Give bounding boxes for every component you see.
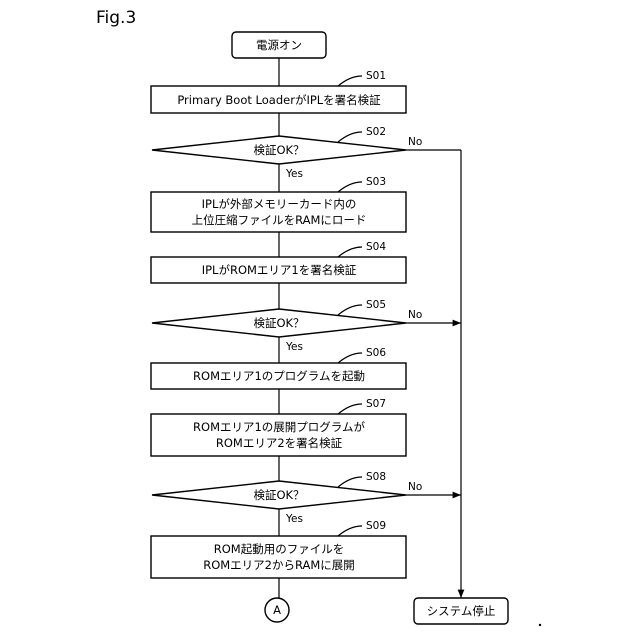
step-s06-text: ROMエリア1のプログラムを起動 [193, 369, 365, 383]
step-s01-text: Primary Boot LoaderがIPLを署名検証 [177, 93, 381, 107]
step-s04-text: IPLがROMエリア1を署名検証 [202, 263, 357, 277]
leader-s08 [338, 477, 362, 487]
step-s01-id: S01 [366, 70, 386, 82]
decision-s02: 検証OK？ S02 No Yes [152, 126, 422, 180]
leader-s04 [338, 247, 362, 257]
connector-label: A [273, 603, 281, 617]
connector-a: A [265, 598, 289, 622]
leader-s06 [338, 353, 362, 363]
stray-dot [539, 624, 541, 626]
decision-s08-yes: Yes [285, 513, 303, 525]
decision-s05-id: S05 [366, 299, 386, 311]
decision-s05: 検証OK？ S05 No Yes [152, 299, 422, 353]
step-s07-text-1: ROMエリア1の展開プログラムが [193, 420, 365, 434]
leader-s09 [338, 526, 362, 536]
step-s03-id: S03 [366, 176, 386, 188]
system-stop-label: システム停止 [427, 604, 496, 618]
leader-s03 [338, 182, 362, 192]
step-s03-text-1: IPLが外部メモリーカード内の [202, 197, 357, 211]
decision-s02-id: S02 [366, 126, 386, 138]
decision-s05-text: 検証OK？ [253, 316, 304, 330]
decision-s02-no: No [408, 136, 422, 148]
decision-s08: 検証OK？ S08 No Yes [152, 471, 422, 525]
system-stop-node: システム停止 [414, 598, 508, 624]
leader-s01 [338, 76, 362, 86]
decision-s08-no: No [408, 481, 422, 493]
decision-s08-text: 検証OK？ [253, 488, 304, 502]
step-s09-id: S09 [366, 520, 386, 532]
start-node: 電源オン [232, 32, 326, 58]
step-s07-id: S07 [366, 398, 386, 410]
decision-s05-yes: Yes [285, 341, 303, 353]
leader-s02 [338, 132, 362, 142]
leader-s07 [338, 404, 362, 414]
decision-s02-text: 検証OK？ [253, 143, 304, 157]
step-s07-text-2: ROMエリア2を署名検証 [216, 436, 343, 450]
decision-s02-yes: Yes [285, 168, 303, 180]
step-s04-id: S04 [366, 241, 386, 253]
step-s09-text-1: ROM起動用のファイルを [214, 542, 344, 556]
step-s03-text-2: 上位圧縮ファイルをRAMにロード [192, 213, 367, 227]
leader-s05 [338, 305, 362, 315]
start-label: 電源オン [256, 38, 302, 52]
decision-s05-no: No [408, 309, 422, 321]
step-s09-text-2: ROMエリア2からRAMに展開 [203, 558, 355, 572]
step-s06-id: S06 [366, 347, 386, 359]
decision-s08-id: S08 [366, 471, 386, 483]
